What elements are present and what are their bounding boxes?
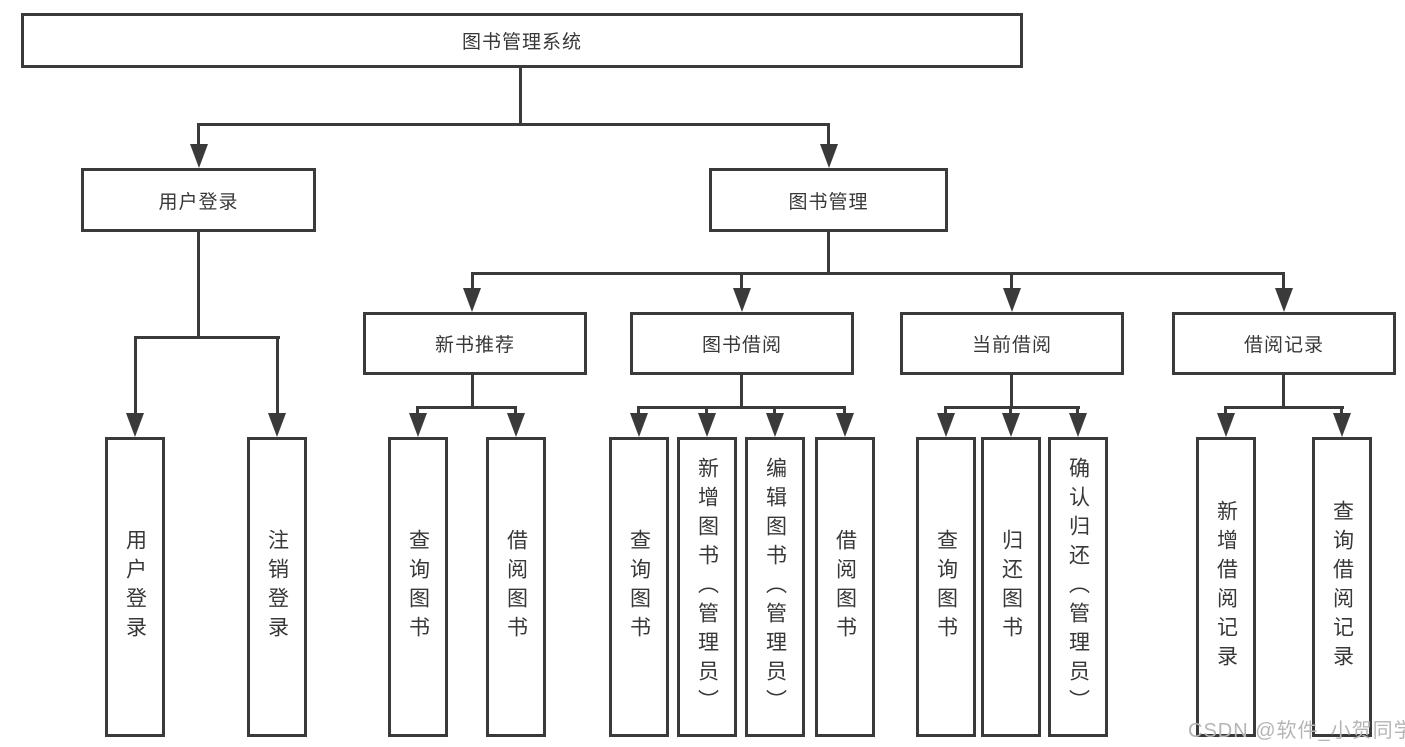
leaf-query-books-borrowing: 查询图书 [609,437,669,737]
node-current-borrowing: 当前借阅 [900,312,1124,375]
leaf-label: 借阅图书 [833,529,857,645]
connector-stub-borrow-records [1282,272,1285,292]
node-book-borrowing: 图书借阅 [630,312,854,375]
connector-stub [1224,406,1227,418]
connector-current-borrow-bar [944,406,1080,409]
leaf-label: 查询图书 [627,529,651,645]
leaf-label: 查询图书 [406,529,430,645]
leaf-label: 注销登录 [265,529,289,645]
leaf-query-borrow-record: 查询借阅记录 [1312,437,1372,737]
connector-borrow-records-stem [1282,375,1285,409]
connector-book-borrow-stem [740,375,743,409]
arrowhead-down-icon [507,413,525,437]
leaf-query-books-recommend: 查询图书 [388,437,448,737]
connector-book-mgmt-bar [471,272,1285,275]
arrowhead-down-icon [820,144,838,168]
leaf-return-books: 归还图书 [981,437,1041,737]
connector-stub-book-mgmt [827,123,830,151]
leaf-add-borrow-record: 新增借阅记录 [1196,437,1256,737]
connector-stub [773,406,776,418]
leaf-confirm-return-admin: 确认归还（管理员） [1048,437,1108,737]
arrowhead-down-icon [1217,413,1235,437]
node-label: 当前借阅 [971,335,1052,356]
arrowhead-down-icon [698,413,716,437]
connector-root-bar [197,123,830,126]
connector-stub [1340,406,1343,418]
arrowhead-down-icon [268,413,286,437]
connector-borrow-records-bar [1224,406,1344,409]
leaf-label: 新增借阅记录 [1214,500,1238,674]
leaf-user-login: 用户登录 [105,437,165,737]
connector-stub-book-borrow [740,272,743,292]
connector-new-book-bar [416,406,517,409]
node-user-login: 用户登录 [81,168,316,232]
arrowhead-down-icon [126,413,144,437]
arrowhead-down-icon [733,288,751,312]
node-label: 图书管理 [788,191,869,213]
connector-stub [1076,406,1079,418]
connector-book-mgmt-stem [827,232,830,275]
arrowhead-down-icon [190,144,208,168]
node-new-book-recommend: 新书推荐 [363,312,587,375]
connector-stub-leaf-login [134,336,137,418]
leaf-label: 借阅图书 [504,529,528,645]
leaf-label: 用户登录 [123,529,147,645]
leaf-borrow-books-borrowing: 借阅图书 [815,437,875,737]
connector-stub-current-borrow [1010,272,1013,292]
leaf-label: 查询图书 [934,529,958,645]
arrowhead-down-icon [1333,413,1351,437]
connector-stub-user-login [197,123,200,151]
leaf-label: 归还图书 [999,529,1023,645]
leaf-label: 确认归还（管理员） [1066,456,1090,718]
connector-user-login-bar [134,336,280,339]
node-book-management: 图书管理 [709,168,948,232]
connector-root-stem [519,68,522,126]
arrowhead-down-icon [836,413,854,437]
node-label: 图书管理系统 [461,32,582,53]
leaf-logout: 注销登录 [247,437,307,737]
csdn-watermark: CSDN @软件_小贺同学 [1188,720,1405,742]
node-label: 用户登录 [158,191,239,213]
leaf-label: 查询借阅记录 [1330,500,1354,674]
connector-stub-leaf-logout [276,336,279,418]
connector-current-borrow-stem [1010,375,1013,409]
connector-stub-new-book [471,272,474,292]
arrowhead-down-icon [630,413,648,437]
leaf-label: 编辑图书（管理员） [763,456,787,718]
arrowhead-down-icon [1002,413,1020,437]
connector-new-book-stem [471,375,474,409]
connector-stub [514,406,517,418]
connector-stub [705,406,708,418]
arrowhead-down-icon [766,413,784,437]
arrowhead-down-icon [1003,288,1021,312]
connector-stub [843,406,846,418]
connector-stub [944,406,947,418]
arrowhead-down-icon [937,413,955,437]
connector-book-borrow-bar [637,406,846,409]
arrowhead-down-icon [1275,288,1293,312]
node-label: 新书推荐 [434,335,515,356]
connector-stub [416,406,419,418]
node-borrowing-records: 借阅记录 [1172,312,1396,375]
node-label: 图书借阅 [701,335,782,356]
arrowhead-down-icon [1069,413,1087,437]
leaf-add-books-admin: 新增图书（管理员） [677,437,737,737]
leaf-label: 新增图书（管理员） [695,456,719,718]
arrowhead-down-icon [463,288,481,312]
connector-user-login-stem [197,232,200,339]
leaf-query-books-current: 查询图书 [916,437,976,737]
node-library-management-system: 图书管理系统 [21,13,1023,68]
connector-stub [637,406,640,418]
arrowhead-down-icon [409,413,427,437]
leaf-edit-books-admin: 编辑图书（管理员） [745,437,805,737]
leaf-borrow-books-recommend: 借阅图书 [486,437,546,737]
node-label: 借阅记录 [1243,335,1324,356]
connector-stub [1009,406,1012,418]
